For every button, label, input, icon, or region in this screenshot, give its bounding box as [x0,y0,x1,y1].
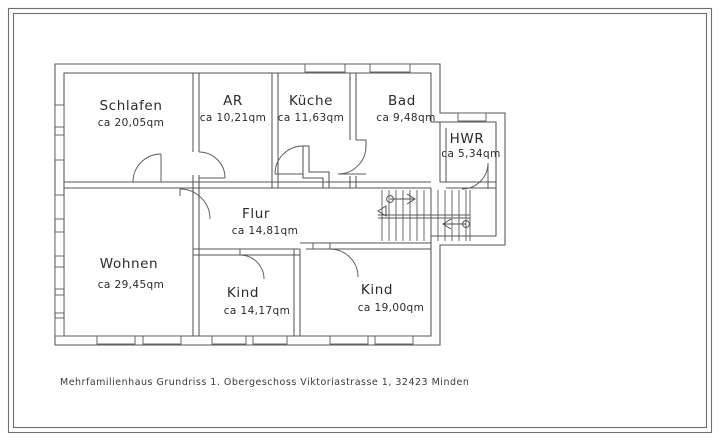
window-bottom-2 [142,335,182,345]
door-kueche-arc [274,145,304,175]
door-ar-arc [198,151,226,179]
exterior-wall-inner [63,72,497,337]
wall-kueche-jog-2 [308,146,330,188]
room-area-hwr: ca 5,34qm [441,148,500,160]
wall-bad-stub [356,139,367,146]
stair-triangle-marker-icon [377,205,387,217]
frame-outer [7,7,713,434]
window-left-2 [54,134,65,161]
staircase [378,190,471,241]
room-area-schlafen: ca 20,05qm [98,117,165,129]
room-label-wohnen: Wohnen [100,256,158,272]
room-area-kind-2: ca 19,00qm [358,302,425,314]
room-label-kind-1: Kind [227,285,259,301]
room-label-kind-2: Kind [361,282,393,298]
door-wohnen-arc [179,188,211,220]
window-bottom-3 [211,335,247,345]
room-label-schlafen: Schlafen [100,98,163,114]
room-area-kueche: ca 11,63qm [278,112,345,124]
window-top-hwr [457,112,487,122]
plan-caption: Mehrfamilienhaus Grundriss 1. Obergescho… [60,377,469,388]
window-bottom-5 [329,335,369,345]
frame-inner [12,12,708,429]
window-left-6 [54,294,65,314]
window-bottom-6 [374,335,414,345]
door-schlafen-arc [132,153,162,183]
doors [132,145,489,280]
room-label-bad: Bad [388,93,416,109]
room-label-hwr: HWR [450,131,485,147]
exterior-wall-outer [54,63,506,346]
room-area-kind-1: ca 14,17qm [224,305,291,317]
window-left-4 [54,231,65,257]
drawing-frame [7,7,713,434]
room-area-ar: ca 10,21qm [200,112,267,124]
window-bottom-1 [96,335,136,345]
stair-direction-markers [377,193,470,230]
window-left-3 [54,194,65,220]
door-kind2-arc [329,248,359,278]
wall-kueche-jog [302,146,324,188]
room-area-flur: ca 14,81qm [232,225,299,237]
window-top-1 [304,63,346,73]
door-kind1-arc [239,254,265,280]
window-left-5 [54,266,65,290]
room-area-bad: ca 9,48qm [376,112,435,124]
room-labels: Schlafen ca 20,05qm AR ca 10,21qm Küche … [98,93,501,317]
window-left-7 [54,317,65,337]
window-top-2 [369,63,411,73]
building-walls [54,63,506,346]
stair-up-arrowhead-icon [406,193,416,205]
window-left-1 [54,104,65,128]
room-label-flur: Flur [242,206,270,222]
window-bottom-4 [252,335,288,345]
stair-down-arrowhead-icon [442,218,452,230]
room-area-wohnen: ca 29,45qm [98,279,165,291]
room-label-ar: AR [223,93,243,109]
room-label-kueche: Küche [289,93,333,109]
windows [54,63,487,345]
